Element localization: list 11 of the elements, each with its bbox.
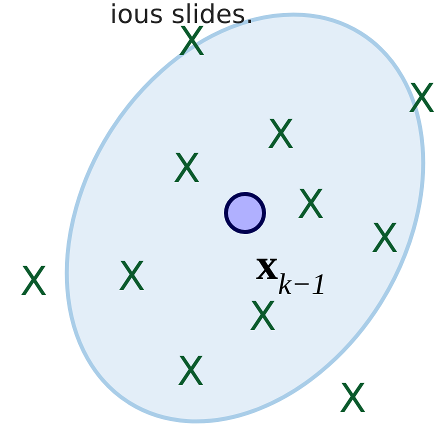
- cross-mark: X: [177, 352, 204, 392]
- cross-mark: X: [249, 297, 276, 337]
- cross-mark: X: [173, 149, 200, 189]
- variable-label: x$_{k−1}$: [256, 243, 327, 300]
- cross-mark: X: [371, 219, 398, 259]
- cross-mark: X: [20, 262, 48, 302]
- cross-mark: X: [118, 257, 146, 297]
- cross-mark: X: [297, 185, 324, 225]
- cross-mark: X: [267, 115, 294, 155]
- cross-mark: X: [408, 79, 434, 119]
- cross-mark: X: [339, 379, 366, 419]
